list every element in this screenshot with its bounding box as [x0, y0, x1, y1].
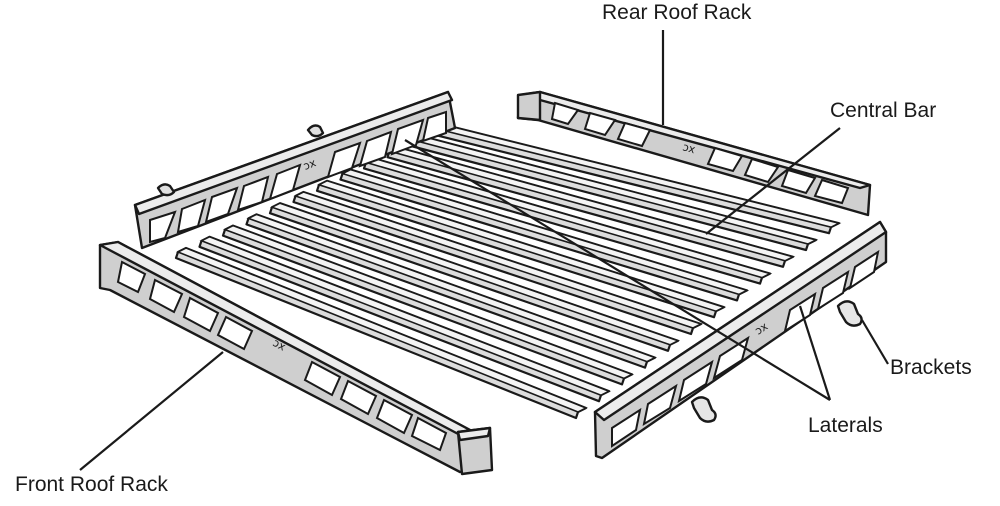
- logo-mark-front: ɔх: [271, 336, 289, 354]
- left-lateral-rail: ɔх: [133, 90, 457, 250]
- rear-rack-cutouts: [550, 101, 850, 205]
- right-lateral-rail: ɔх: [593, 220, 888, 460]
- left-lateral-cutouts: [149, 110, 447, 244]
- slat-bar-top: [340, 168, 750, 296]
- bracket-upper: [836, 300, 863, 327]
- label-brackets: Brackets: [890, 356, 972, 379]
- leader-brackets: [861, 319, 889, 365]
- label-central-bar: Central Bar: [830, 99, 937, 122]
- logo-mark-left: ɔх: [302, 156, 319, 173]
- right-lateral-cutouts: [611, 249, 880, 448]
- slat-bar-top: [316, 179, 727, 313]
- clip-part-2: [306, 124, 325, 138]
- leader-lines: [79, 30, 889, 471]
- clip-part-1: [156, 183, 176, 197]
- slat-group: [174, 123, 842, 420]
- label-laterals: Laterals: [808, 414, 883, 437]
- rear-roof-rack: ɔх: [516, 90, 872, 217]
- front-roof-rack: ɔх: [98, 240, 494, 476]
- leader-laterals-a: [798, 305, 832, 401]
- bracket-lower: [690, 396, 717, 423]
- slat-bar-top: [176, 247, 588, 413]
- leader-laterals-b: [404, 139, 831, 401]
- slat-bar-top: [199, 235, 611, 397]
- slat-bar-top: [246, 213, 658, 363]
- label-rear-roof-rack: Rear Roof Rack: [602, 1, 752, 24]
- slat-bar-top: [293, 191, 704, 329]
- leader-central-bar: [705, 127, 841, 235]
- leader-front-roof-rack: [79, 351, 224, 471]
- front-rack-cutouts: [116, 260, 448, 452]
- logo-mark-rear: ɔх: [681, 140, 697, 156]
- slat-bar-top: [222, 224, 635, 380]
- label-front-roof-rack: Front Roof Rack: [15, 473, 168, 496]
- slat-bar-top: [269, 202, 681, 346]
